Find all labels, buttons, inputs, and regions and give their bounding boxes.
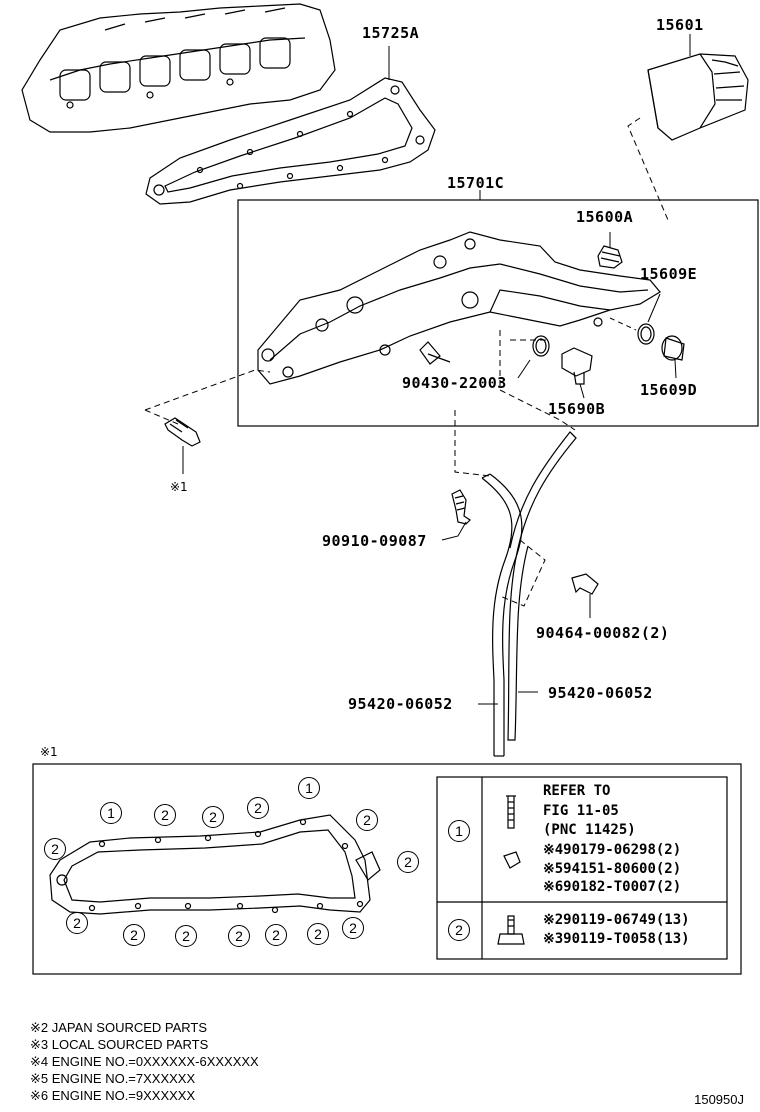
oil-cooler-assembly-box: [237, 199, 759, 427]
bolt-position-circle: 2: [265, 924, 287, 946]
legend-row-1-number: 1: [448, 820, 470, 842]
bolt-position-circle: 2: [154, 804, 176, 826]
part-label-95420-06052-left[interactable]: 95420-06052: [348, 695, 453, 713]
footnote-engine-range-4: ※4 ENGINE NO.=0XXXXXX-6XXXXXX: [30, 1054, 259, 1069]
part-label-15690b[interactable]: 15690B: [548, 400, 606, 418]
bolt-position-circle: 2: [247, 797, 269, 819]
oil-cooler-gasket-drawing: [145, 46, 436, 205]
part-label-15701c[interactable]: 15701C: [447, 174, 505, 192]
legend-part-90119-t0058[interactable]: ※390119-T0058(13): [543, 931, 690, 947]
part-label-15601[interactable]: 15601: [656, 16, 704, 34]
figure-id: 150950J: [694, 1092, 744, 1107]
footnote-engine-range-6: ※6 ENGINE NO.=9XXXXXX: [30, 1088, 196, 1103]
legend-part-90179[interactable]: ※490179-06298(2): [543, 842, 682, 858]
legend-part-90182[interactable]: ※690182-T0007(2): [543, 879, 682, 895]
legend-table: [436, 776, 728, 960]
bolt-position-circle: 2: [175, 925, 197, 947]
bolt-position-circle: 2: [307, 923, 329, 945]
part-label-90910-09087[interactable]: 90910-09087: [322, 532, 427, 550]
clamp-drawing: [499, 539, 599, 618]
legend-pnc: (PNC 11425): [543, 822, 636, 838]
part-label-15600a[interactable]: 15600A: [576, 208, 634, 226]
bolt-position-circle: 2: [397, 851, 419, 873]
bolt-position-circle: 1: [100, 802, 122, 824]
bolt-position-circle: 2: [228, 925, 250, 947]
legend-refer-to: REFER TO: [543, 783, 611, 799]
legend-fig-link[interactable]: FIG 11-05: [543, 803, 619, 819]
bolt-position-circle: 2: [44, 838, 66, 860]
part-label-15609d[interactable]: 15609D: [640, 381, 698, 399]
stud-bolt-drawing: [441, 489, 471, 541]
bolt-position-circle: 2: [123, 924, 145, 946]
legend-row-2-number: 2: [448, 919, 470, 941]
dipstick-guide-drawing: [478, 431, 577, 757]
plug-15609d-drawing: [661, 335, 685, 379]
bolt-position-circle: 2: [66, 912, 88, 934]
bolt-drawing: [144, 369, 271, 474]
part-label-90430-22003[interactable]: 90430-22003: [402, 374, 507, 392]
detail-reference-mark: ※1: [40, 745, 58, 759]
oil-filter-drawing: [627, 34, 749, 221]
gasket-15609e-drawing: [609, 293, 661, 345]
part-label-15725a[interactable]: 15725A: [362, 24, 420, 42]
legend-part-90119-06749[interactable]: ※290119-06749(13): [543, 912, 690, 928]
part-label-95420-06052-right[interactable]: 95420-06052: [548, 684, 653, 702]
bolt-position-circle: 2: [202, 806, 224, 828]
gasket-detail-box: [32, 763, 742, 975]
footnote-engine-range-5: ※5 ENGINE NO.=7XXXXXX: [30, 1071, 196, 1086]
bolt-position-circle: 1: [298, 777, 320, 799]
union-bolt-drawing: [597, 232, 623, 269]
legend-part-94151[interactable]: ※594151-80600(2): [543, 861, 682, 877]
bolt-reference-mark: ※1: [170, 480, 188, 494]
gasket-detail-drawing: [49, 814, 381, 915]
footnote-japan-sourced: ※2 JAPAN SOURCED PARTS: [30, 1020, 208, 1035]
bolt-position-circle: 2: [356, 809, 378, 831]
sensor-15690b-drawing: [561, 347, 593, 399]
part-label-15609e[interactable]: 15609E: [640, 265, 698, 283]
part-label-90464-00082[interactable]: 90464-00082(2): [536, 624, 670, 642]
cylinder-block-drawing: [21, 3, 336, 133]
bolt-position-circle: 2: [342, 917, 364, 939]
gasket-90430-drawing: [517, 335, 550, 379]
footnote-local-sourced: ※3 LOCAL SOURCED PARTS: [30, 1037, 209, 1052]
oil-cooler-body-drawing: [257, 231, 661, 385]
